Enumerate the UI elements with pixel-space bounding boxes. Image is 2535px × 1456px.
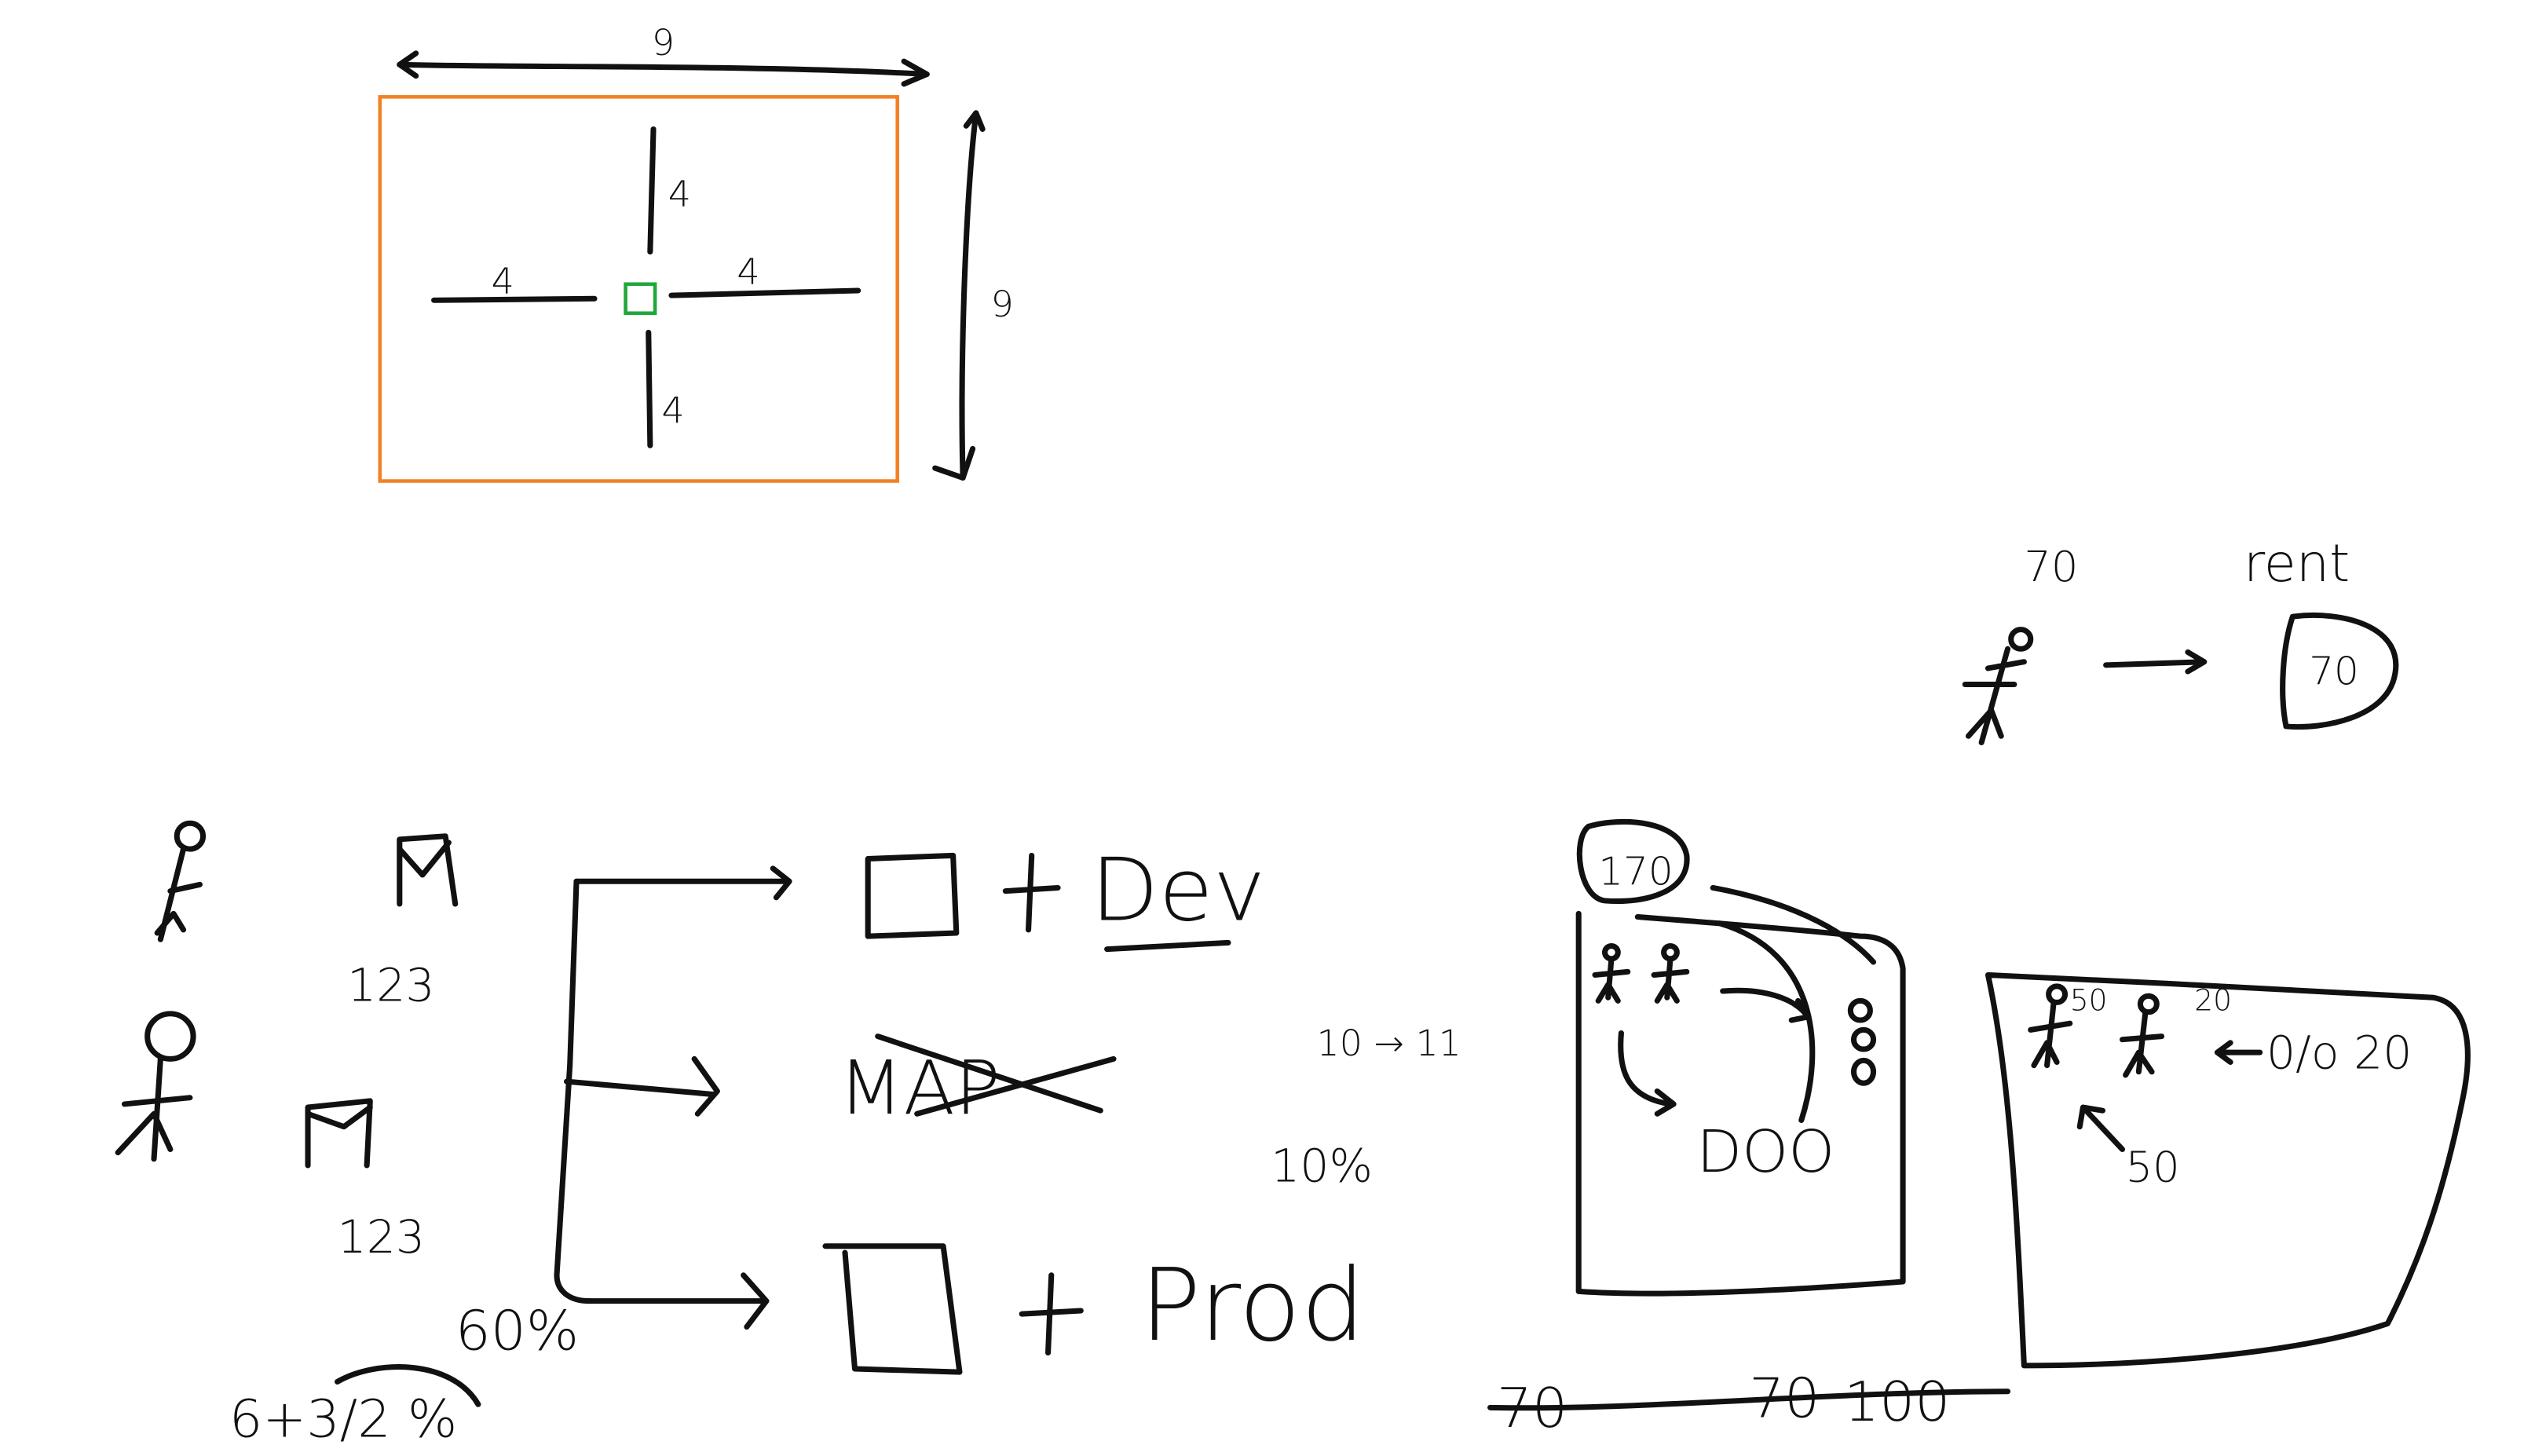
rent-arrow	[2103, 649, 2208, 675]
pool-tag: 170	[1598, 849, 1673, 894]
left-offset-label: 4	[492, 261, 514, 302]
right-offset-line	[668, 287, 861, 298]
split-result: 0/o 20	[2266, 1026, 2412, 1080]
orange-frame	[378, 95, 900, 483]
split-up-arrow	[2076, 1104, 2126, 1152]
total-c: 100	[1844, 1370, 1950, 1433]
main-percentage: 60%	[455, 1299, 580, 1363]
dev-box	[865, 852, 960, 939]
mid-option-crossed: MAP	[839, 1033, 1117, 1132]
percentage-formula: 6+3/2 %	[229, 1389, 457, 1449]
user-box-small	[397, 833, 459, 907]
first-user-id: 123	[347, 959, 434, 1012]
split-person-a	[2028, 983, 2073, 1069]
width-arrow-left-head	[397, 50, 419, 79]
width-label: 9	[652, 22, 675, 64]
height-arrow-top-head	[963, 110, 986, 132]
pool-frame	[1575, 910, 1906, 1297]
pool-tag-box	[1576, 818, 1690, 905]
second-user-id: 123	[338, 1210, 425, 1264]
width-arrow-right-head	[901, 58, 930, 87]
rent-box	[2280, 612, 2399, 730]
rent-box-value: 70	[2309, 649, 2359, 694]
ten-percent: 10%	[1271, 1140, 1373, 1193]
dev-option: Dev	[865, 840, 1266, 953]
pool-return-path	[1716, 920, 1816, 1123]
pool-arrow-right	[1720, 987, 1811, 1023]
split-person-b	[2119, 993, 2165, 1078]
user-box-large	[305, 1098, 373, 1169]
split-left-arrow	[2214, 1040, 2263, 1065]
top-offset-label: 4	[668, 174, 691, 215]
split-note: 50	[2126, 1143, 2180, 1192]
mid-strike-1	[875, 1033, 1103, 1114]
split-panel: 50 20 0/o 20 50	[1984, 971, 2471, 1369]
left-offset-line	[431, 295, 598, 303]
rent-amount: 70	[2024, 542, 2078, 591]
bottom-offset-line	[646, 329, 653, 448]
height-arrow	[959, 110, 979, 481]
dev-plus	[1002, 852, 1061, 933]
totals-strike	[1487, 1388, 2011, 1411]
tenant-stick-figure	[1962, 627, 2034, 745]
pool-curve-link	[1710, 884, 1877, 965]
prod-label: Prod	[1139, 1248, 1365, 1364]
branch-mid	[563, 1055, 720, 1117]
user-figure-large	[115, 1011, 196, 1162]
dev-label: Dev	[1091, 840, 1266, 941]
range-note: 10 → 11	[1317, 1023, 1461, 1065]
pool-person-b	[1651, 942, 1690, 1004]
pool-arrow-down	[1618, 1030, 1677, 1117]
split-top-a: 50	[2070, 983, 2108, 1018]
bottom-offset-label: 4	[661, 390, 684, 432]
users-sketch: 123 123 60% 6+3/2 %	[115, 820, 580, 1449]
split-frame	[1984, 971, 2471, 1369]
prod-box	[822, 1243, 963, 1375]
branch-sketch: Dev MAP Prod 10 → 11 10%	[554, 840, 1461, 1375]
dev-underline	[1104, 939, 1231, 953]
prod-option: Prod	[822, 1243, 1366, 1375]
crossed-totals: 70 70 100	[1487, 1366, 2011, 1440]
green-anchor-square	[624, 282, 657, 316]
layout-sketch: 9 9 4 4 4 4	[378, 22, 1014, 483]
branch-trunk	[554, 878, 593, 1304]
formula-arc	[335, 1364, 481, 1407]
pool-person-a	[1592, 942, 1631, 1004]
pool-panel: 170 DOO	[1575, 818, 1906, 1297]
rent-word: rent	[2244, 533, 2350, 593]
prod-plus	[1019, 1272, 1084, 1355]
width-arrow	[397, 61, 930, 78]
pool-tokens	[1847, 997, 1877, 1086]
pool-dots: DOO	[1696, 1118, 1834, 1186]
height-label: 9	[991, 284, 1014, 325]
branch-bottom	[587, 1272, 770, 1330]
right-offset-label: 4	[737, 251, 759, 293]
height-arrow-bottom-head	[932, 445, 976, 481]
split-top-b: 20	[2194, 983, 2232, 1018]
branch-top	[573, 865, 792, 901]
rent-sketch: 70 rent 70	[1962, 533, 2399, 745]
top-offset-line	[647, 126, 657, 255]
mid-strike-2	[914, 1055, 1117, 1117]
mid-label: MAP	[839, 1046, 1000, 1132]
user-figure-small	[154, 820, 207, 942]
